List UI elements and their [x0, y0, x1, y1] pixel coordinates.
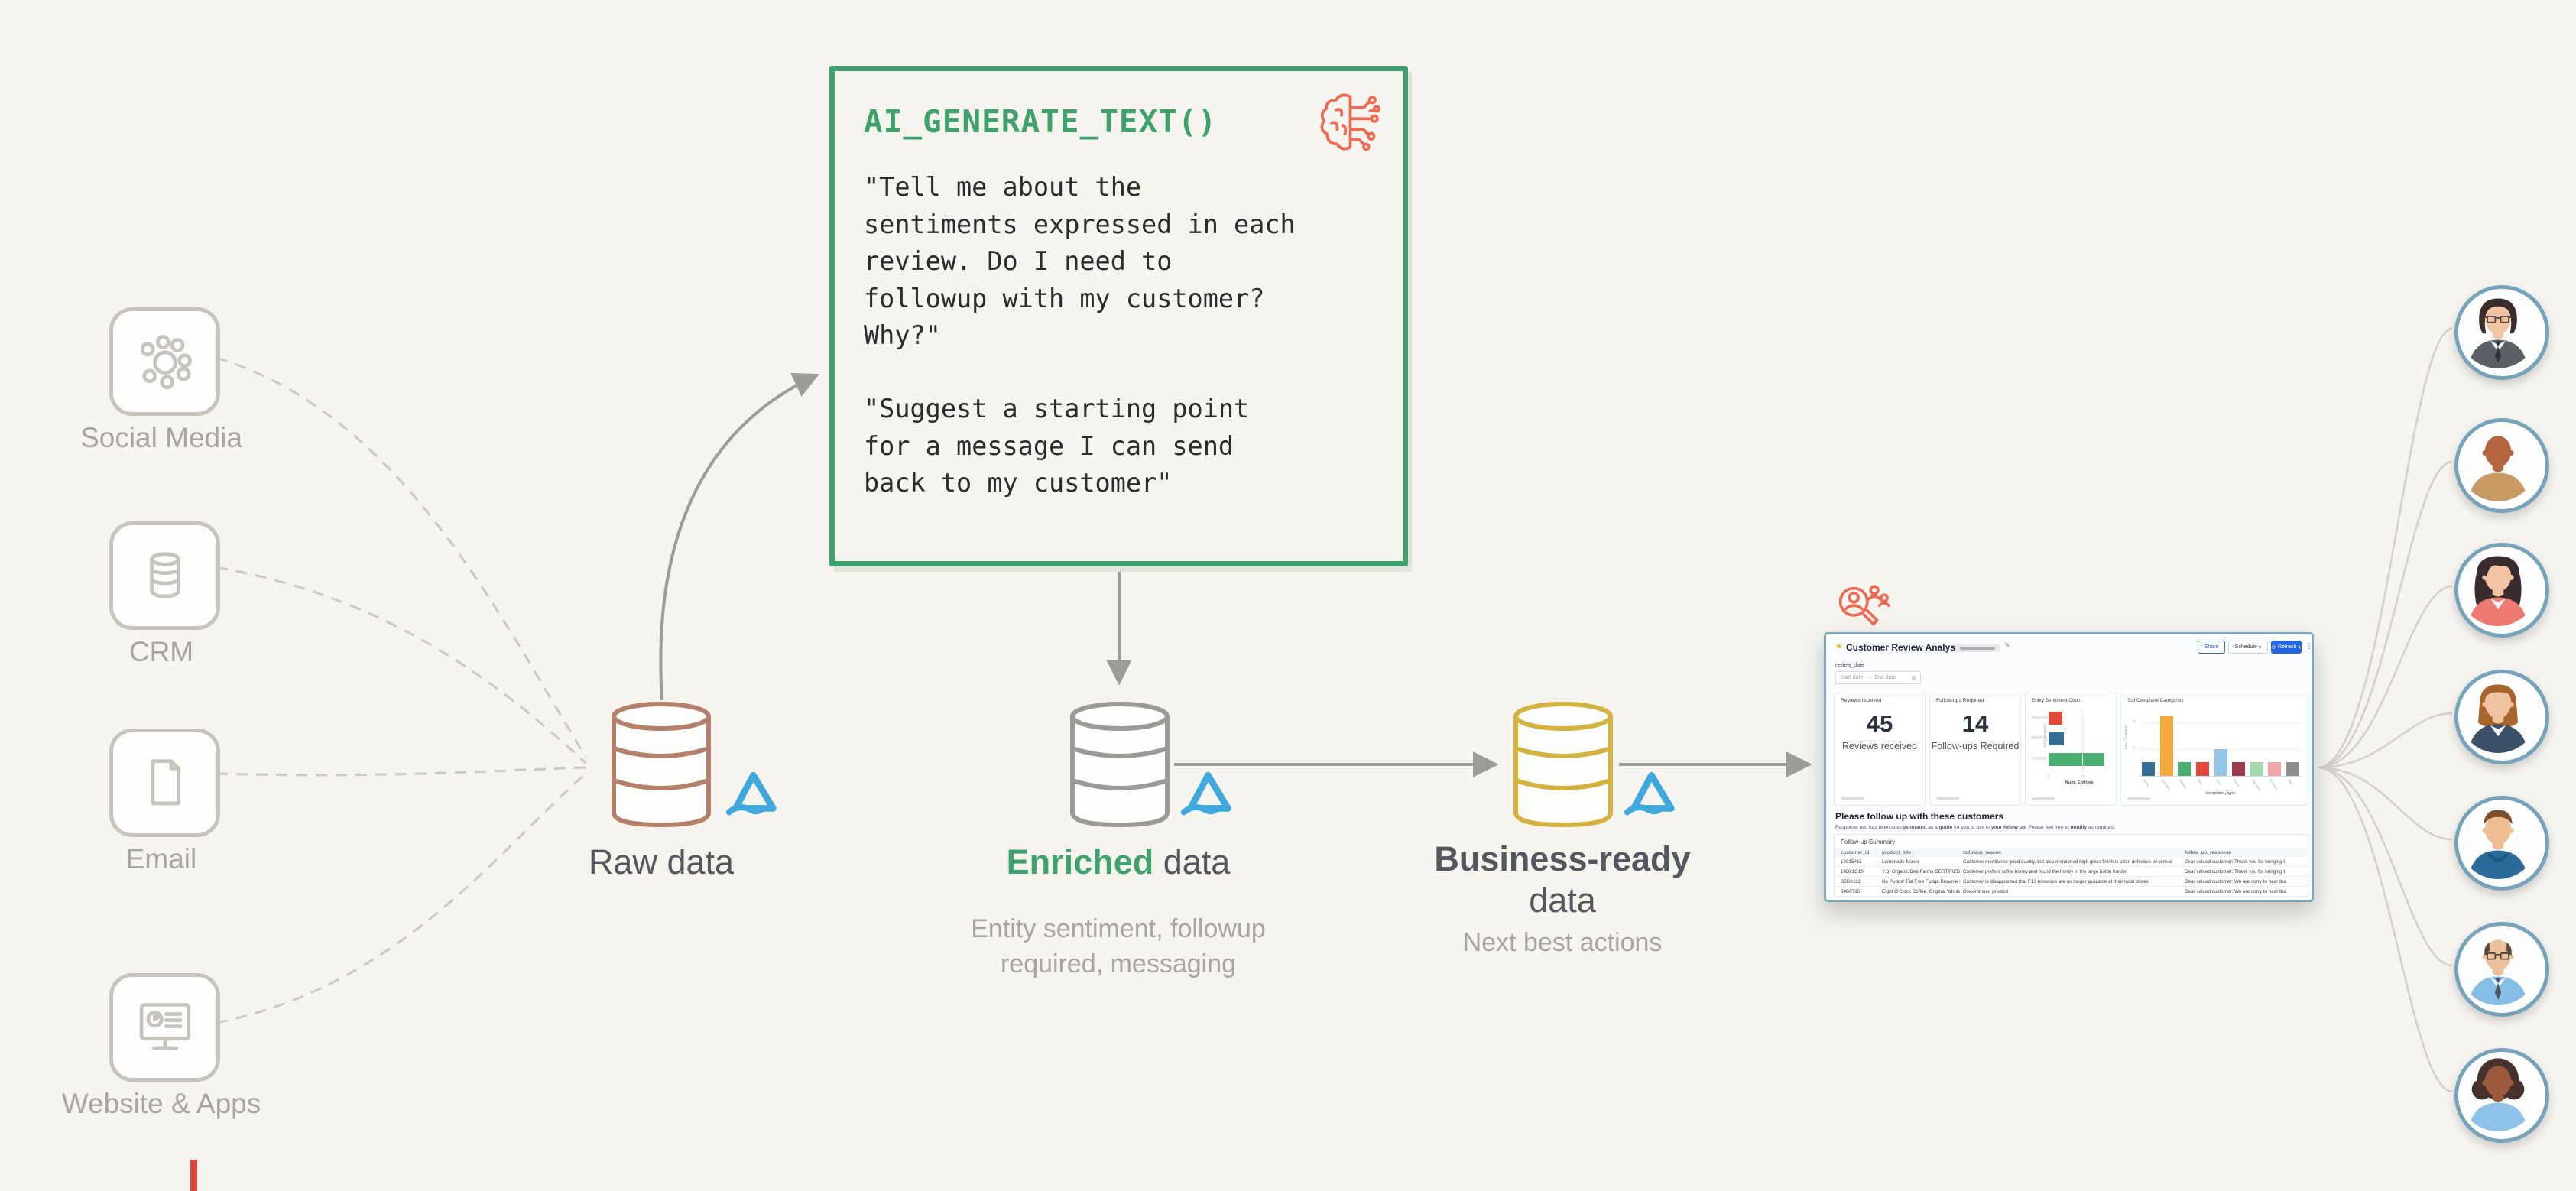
audience-fan-lines [2317, 327, 2453, 1093]
avatar-man-blue-hoodie [2454, 796, 2549, 891]
source-label: Social Media [80, 422, 242, 453]
table-column-header[interactable]: product_title [1882, 849, 1912, 855]
favorite-star-icon[interactable]: ★ [1835, 642, 1843, 651]
ai-prompt-2: "Suggest a starting point for a message … [864, 394, 1250, 498]
avatar-woman-afro [2454, 1048, 2549, 1143]
source-label: Email [125, 843, 197, 875]
flow-arrows [659, 373, 1812, 777]
share-button[interactable]: Share [2198, 641, 2225, 654]
kpi-value: 45 [1866, 710, 1893, 737]
filter-label: review_date [1835, 663, 1864, 668]
avatar-bald-man-tan [2454, 418, 2549, 513]
calendar-icon: ▦ [1911, 675, 1916, 681]
avatar-woman-curly-coral [2454, 543, 2549, 638]
followup-section-subtitle: Response text has been auto-generated as… [1835, 825, 2114, 830]
ai-prompt-1: "Tell me about the sentiments expressed … [864, 172, 1296, 350]
business-ready-cylinder [1510, 698, 1617, 834]
enriched-data-label: Enriched data [1006, 842, 1231, 881]
email-icon [109, 729, 220, 837]
table-header-row: customer_id product_title followup_reason f… [1835, 848, 2308, 857]
ai-generate-text-box: AI_GENERATE_TEXT() "Tell me about the se… [829, 66, 1408, 566]
people-search-icon [1831, 579, 1891, 639]
avatar-man-balding-glasses-tie [2454, 922, 2549, 1017]
followup-section-heading: Please follow up with these customers [1835, 811, 2004, 822]
refresh-button[interactable]: ⟳Refresh ▾ [2271, 641, 2302, 654]
table-column-header[interactable]: customer_id [1841, 849, 1870, 855]
raw-data-label: Raw data [588, 842, 735, 881]
ai-function-title: AI_GENERATE_TEXT() [864, 103, 1218, 140]
table-column-header[interactable]: followup_reason [1963, 849, 2002, 855]
delta-lake-icon [1179, 766, 1234, 829]
brain-circuit-icon [1316, 88, 1387, 158]
avatar-woman-bob-glasses [2454, 285, 2549, 380]
schedule-button[interactable]: Schedule ▾ [2228, 641, 2268, 654]
dashboard-badge [1956, 644, 2000, 652]
social-media-icon [109, 307, 220, 416]
raw-data-cylinder [608, 698, 715, 834]
edit-pencil-icon[interactable]: ✎ [2004, 641, 2010, 649]
red-strip-artifact [190, 1160, 197, 1191]
crm-icon [109, 521, 220, 630]
top-complaints-chart: Top Complaint Categories Num. Complaints… [2120, 693, 2308, 806]
avatar-woman-auburn-navy [2454, 670, 2549, 764]
enriched-data-cylinder [1066, 698, 1173, 834]
table-column-header[interactable]: follow_up_response [2185, 849, 2231, 855]
date-range-input[interactable]: Start date → End date ▦ [1835, 671, 1921, 684]
kpi-tile-reviews: Reviews received 45 Reviews received [1834, 693, 1926, 806]
kpi-tile-followups: Follow-ups Required 14 Follow-ups Requir… [1929, 693, 2021, 806]
source-label: CRM [128, 636, 194, 667]
kpi-value: 14 [1961, 710, 1989, 737]
website-apps-icon [109, 973, 220, 1082]
delta-lake-icon [725, 766, 780, 829]
enriched-highlight: Enriched [1006, 842, 1154, 881]
dashed-source-links [216, 356, 587, 1024]
more-options-icon[interactable]: ⋮ [2305, 642, 2313, 651]
delta-lake-icon [1623, 766, 1678, 829]
business-caption: Next best actions [1462, 928, 1663, 957]
enriched-caption: Entity sentiment, followup required, mes… [971, 914, 1266, 978]
source-label: Website & Apps [61, 1088, 261, 1119]
business-ready-label-2: data [1529, 881, 1596, 920]
dashboard-title: Customer Review Analysis [1846, 642, 1963, 653]
customer-review-dashboard: ★ Customer Review Analysis ✎ Share Sched… [1824, 632, 2314, 902]
business-ready-label: Business-ready [1434, 839, 1691, 878]
